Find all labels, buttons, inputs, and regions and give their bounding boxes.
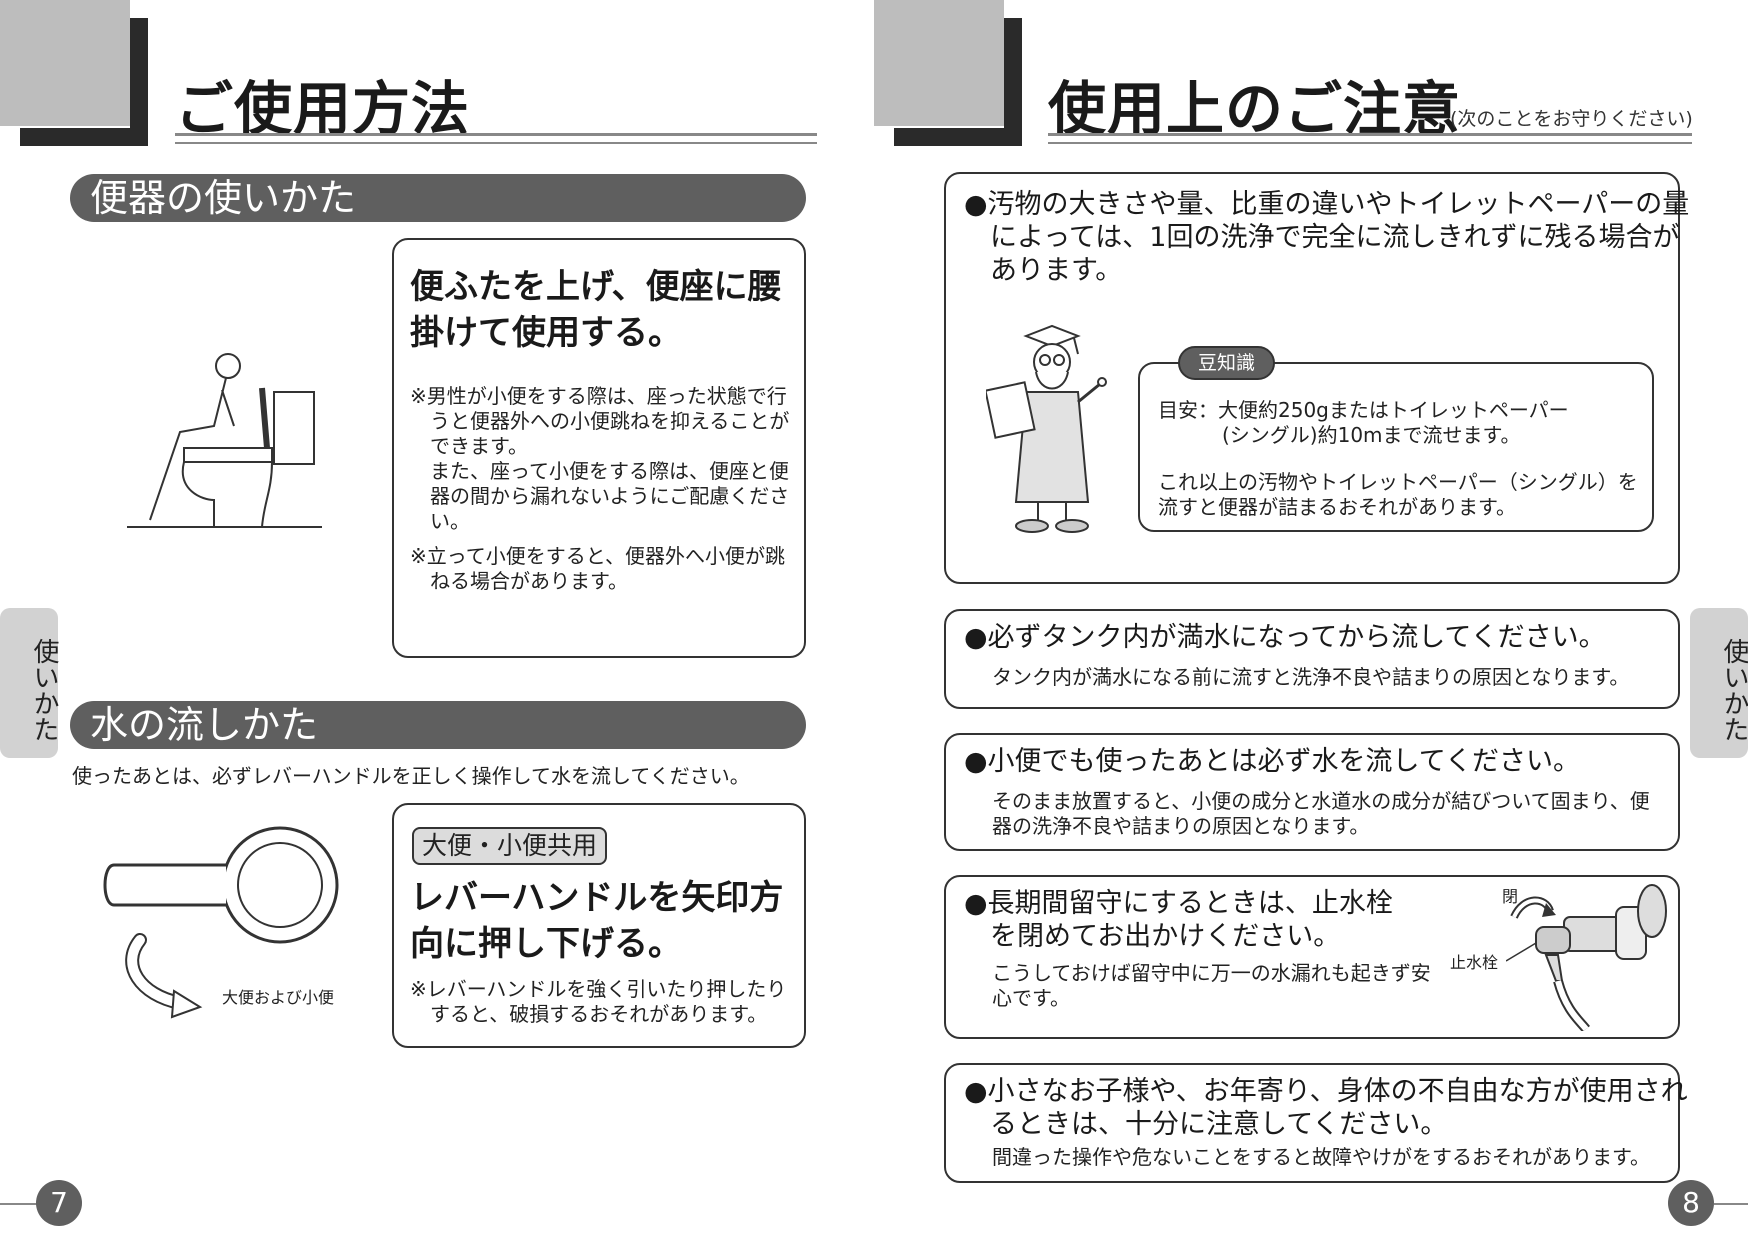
lever-instruction-box: 大便・小便共用 レバーハンドルを矢印方向に押し下げる。 ※レバーハンドルを強く引…	[392, 803, 806, 1048]
caution-long-absence-body: こうしておけば留守中に万一の水漏れも起きず安心です。	[992, 961, 1431, 1010]
tip-line-2: (シングル)約10mまで流せます。	[1222, 423, 1521, 447]
note-item: また、座って小便をする際は、便座と便器の間から漏れないようにご配慮ください。	[430, 459, 790, 533]
title-decoration-black-horizontal	[20, 128, 148, 146]
caution-box-long-absence: ●長期間留守にするときは、止水栓を閉めてお出かけください。 こうしておけば留守中…	[944, 875, 1680, 1039]
title-rule-top	[175, 133, 817, 136]
tip-line-1-text: 大便約250gまたはトイレットペーパー	[1218, 398, 1569, 422]
title-rule-top-right	[1048, 133, 1692, 136]
caution-long-absence-heading: ●長期間留守にするときは、止水栓を閉めてお出かけください。	[964, 888, 1393, 952]
title-decoration-gray-right	[874, 0, 1004, 126]
caution-box-children-elderly: ●小さなお子様や、お年寄り、身体の不自由な方が使用されるときは、十分に注意してく…	[944, 1063, 1688, 1183]
title-decoration-black-horizontal-right	[894, 128, 1022, 146]
page-number-line-right	[1714, 1203, 1748, 1205]
lever-notes: ※レバーハンドルを強く引いたり押したりすると、破損するおそれがあります。	[410, 977, 792, 1037]
valve-label-close: 閉	[1502, 887, 1519, 906]
toilet-use-instruction-box: 便ふたを上げ、便座に腰掛けて使用する。 ※男性が小便をする際は、座った状態で行う…	[392, 238, 806, 658]
flushing-intro: 使ったあとは、必ずレバーハンドルを正しく操作して水を流してください。	[72, 764, 750, 788]
note-item: ※レバーハンドルを強く引いたり押したりすると、破損するおそれがあります。	[410, 977, 787, 1026]
shared-use-tag: 大便・小便共用	[412, 827, 608, 865]
valve-label-stop-valve: 止水栓	[1450, 953, 1499, 972]
lever-heading: レバーハンドルを矢印方向に押し下げる。	[410, 878, 784, 964]
stop-valve-illustration	[1506, 884, 1667, 1031]
tip-box: 目安：大便約250gまたはトイレットペーパー (シングル)約10mまで流せます。…	[1138, 362, 1654, 532]
section-heading-toilet-use: 便器の使いかた	[70, 174, 806, 222]
title-decoration-gray	[0, 0, 130, 126]
caution-children-elderly-body: 間違った操作や危ないことをすると故障やけがをするおそれがあります。	[992, 1145, 1650, 1169]
lever-caption: 大便および小便	[222, 988, 335, 1007]
tip-line-1-label: 目安：	[1158, 398, 1218, 422]
caution-waste-amount-heading: ●汚物の大きさや量、比重の違いやトイレットペーパーの量によっては、1回の洗浄で完…	[964, 189, 1690, 286]
page-number-line-left	[0, 1203, 38, 1205]
note-item: ※男性が小便をする際は、座った状態で行うと便器外への小便跳ねを抑えることができま…	[410, 384, 790, 458]
professor-character-illustration	[986, 324, 1107, 533]
note-item: ※立って小便をすると、便器外へ小便が跳ねる場合があります。	[410, 544, 785, 593]
title-rule-bottom	[175, 142, 817, 144]
toilet-use-heading: 便ふたを上げ、便座に腰掛けて使用する。	[410, 267, 782, 353]
tip-line-3: これ以上の汚物やトイレットペーパー（シングル）を流すと便器が詰まるおそれがありま…	[1158, 470, 1638, 519]
tip-tag: 豆知識	[1178, 346, 1276, 380]
page-number-left: 7	[36, 1180, 82, 1226]
side-tab-usage-left: 使いかた	[0, 608, 59, 758]
lever-handle-illustration	[103, 826, 339, 1019]
side-tab-usage-right: 使いかた	[1690, 608, 1748, 758]
caution-children-elderly-heading: ●小さなお子様や、お年寄り、身体の不自由な方が使用されるときは、十分に注意してく…	[964, 1076, 1688, 1140]
caution-flush-after-urine-heading: ●小便でも使ったあとは必ず水を流してください。	[964, 746, 1580, 777]
title-decoration-black-vertical-right	[1004, 18, 1022, 146]
title-decoration-black-vertical	[130, 18, 148, 146]
page-title-right: 使用上のご注意	[1048, 75, 1462, 143]
caution-box-flush-after-urine: ●小便でも使ったあとは必ず水を流してください。 そのまま放置すると、小便の成分と…	[944, 733, 1680, 851]
caution-full-tank-heading: ●必ずタンク内が満水になってから流してください。	[964, 622, 1606, 653]
toilet-use-notes: ※男性が小便をする際は、座った状態で行うと便器外への小便跳ねを抑えることができま…	[410, 384, 792, 604]
caution-full-tank-body: タンク内が満水になる前に流すと洗浄不良や詰まりの原因となります。	[992, 665, 1630, 689]
caution-box-full-tank: ●必ずタンク内が満水になってから流してください。 タンク内が満水になる前に流すと…	[944, 609, 1680, 709]
caution-flush-after-urine-body: そのまま放置すると、小便の成分と水道水の成分が結びついて固まり、便器の洗浄不良や…	[992, 789, 1650, 838]
caution-box-waste-amount: ●汚物の大きさや量、比重の違いやトイレットペーパーの量によっては、1回の洗浄で完…	[944, 172, 1689, 584]
page-title: ご使用方法	[175, 75, 471, 143]
title-rule-bottom-right	[1048, 142, 1692, 144]
toilet-seated-person-illustration	[127, 353, 322, 528]
section-heading-flushing: 水の流しかた	[70, 701, 806, 749]
page-number-right: 8	[1668, 1180, 1714, 1226]
page-title-subtitle: (次のことをお守りください)	[1450, 108, 1693, 130]
tip-line-1: 目安：大便約250gまたはトイレットペーパー	[1158, 398, 1648, 423]
